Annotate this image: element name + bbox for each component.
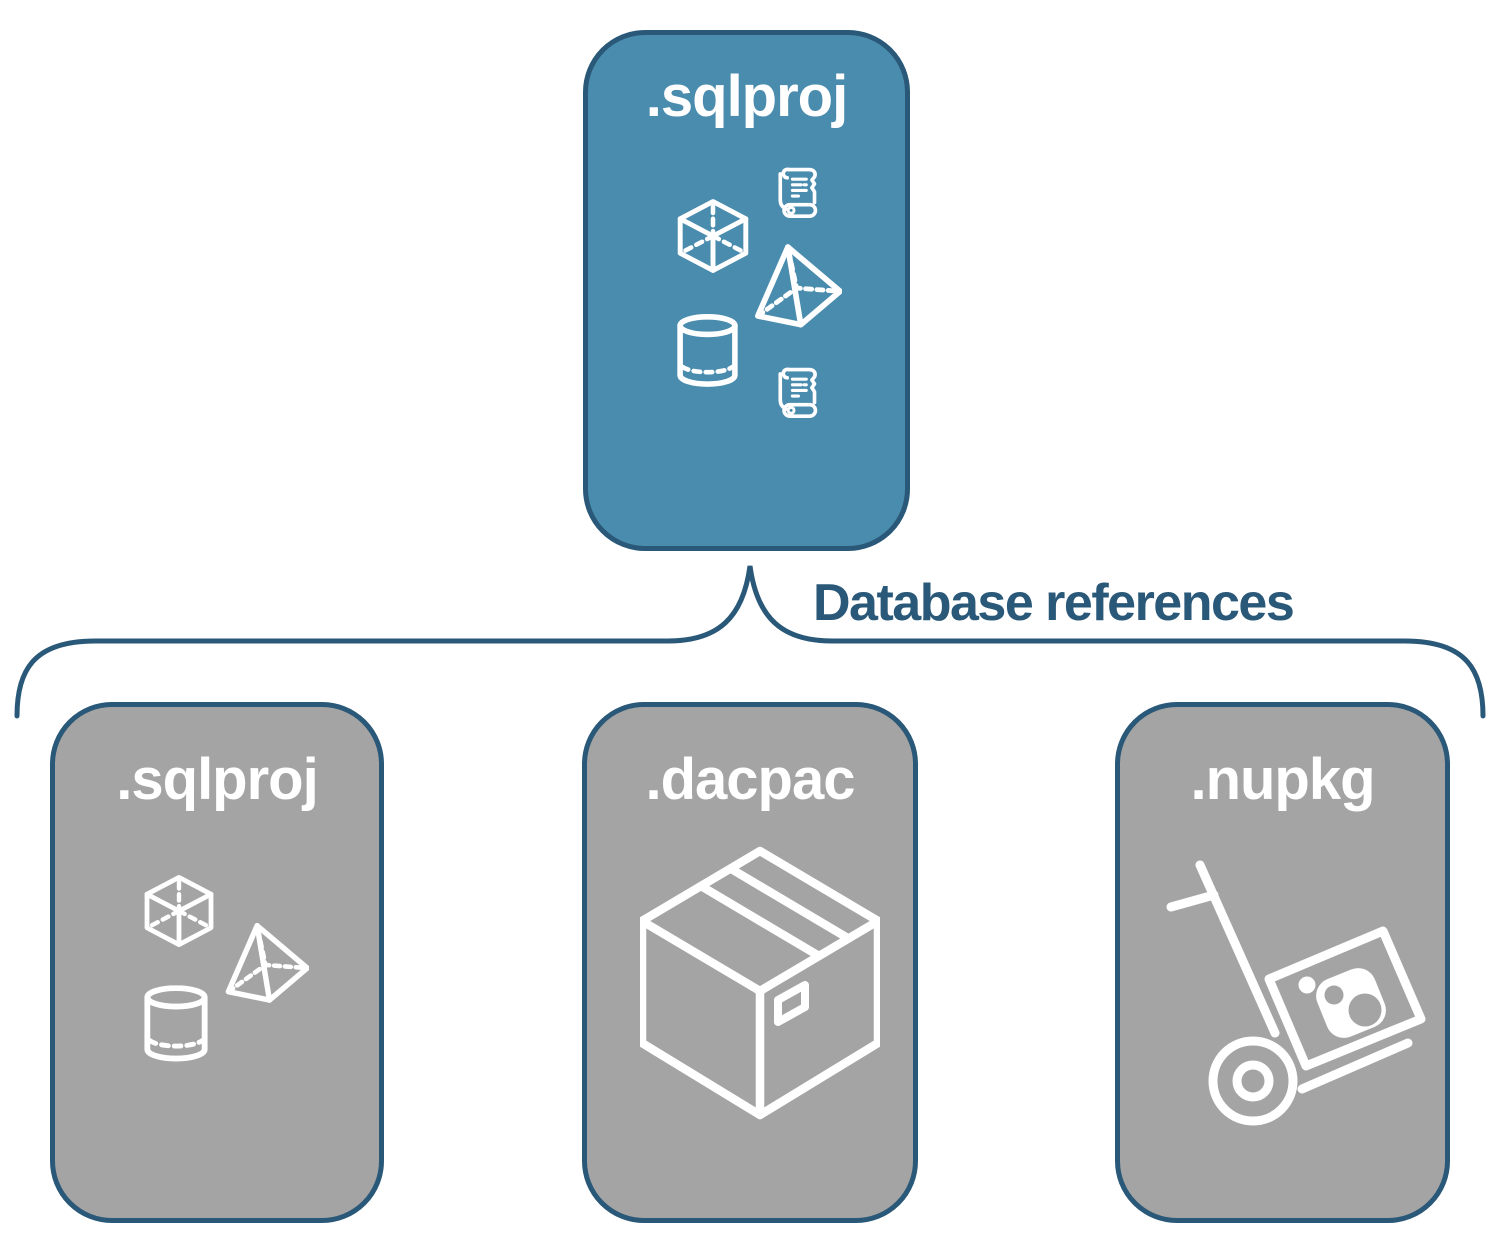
pyramid-icon	[213, 917, 313, 1009]
node-title: .sqlproj	[645, 64, 848, 129]
cube-icon	[672, 193, 754, 279]
node-nupkg: .nupkg	[1115, 702, 1450, 1223]
node-dacpac: .dacpac	[582, 702, 918, 1223]
package-box-icon	[640, 843, 880, 1123]
cylinder-icon	[675, 313, 740, 393]
cylinder-icon	[142, 984, 210, 1068]
nuget-hand-truck-icon	[1150, 853, 1435, 1138]
node-title: .sqlproj	[116, 747, 318, 812]
node-title: .nupkg	[1190, 747, 1375, 812]
cube-icon	[137, 871, 221, 951]
node-sqlproj-child: .sqlproj	[50, 702, 384, 1223]
node-title: .dacpac	[645, 747, 856, 812]
node-sqlproj-root: .sqlproj	[583, 30, 910, 551]
scroll-icon	[769, 165, 821, 221]
connector-label: Database references	[813, 574, 1295, 632]
scroll-icon	[769, 365, 821, 421]
pyramid-icon	[743, 238, 845, 334]
